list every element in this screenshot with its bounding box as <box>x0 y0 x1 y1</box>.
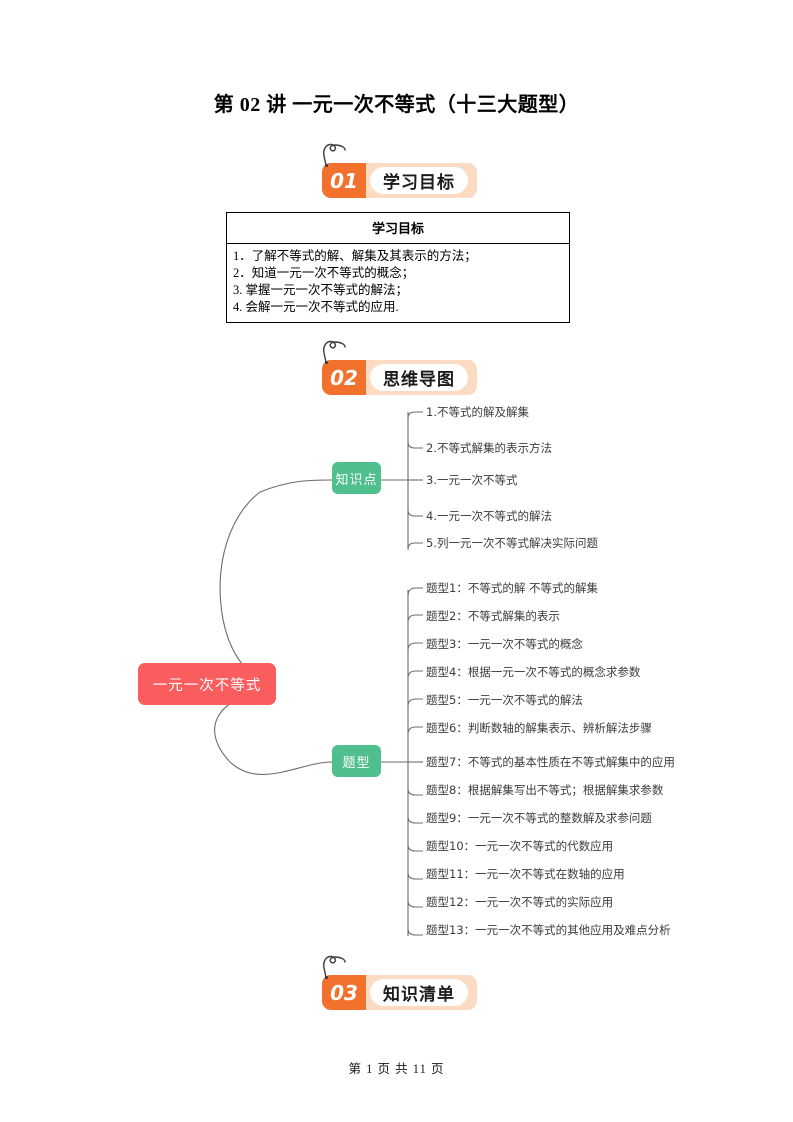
mindmap-leaf[interactable]: 题型2：不等式解集的表示 <box>426 609 560 623</box>
mindmap-leaf[interactable]: 4.一元一次不等式的解法 <box>426 509 552 523</box>
mindmap-leaf[interactable]: 题型6：判断数轴的解集表示、辨析解法步骤 <box>426 721 652 735</box>
mindmap-leaf[interactable]: 题型3：一元一次不等式的概念 <box>426 637 583 651</box>
mindmap-branch-problem-types[interactable]: 题型 <box>332 745 381 777</box>
mindmap-diagram: 一元一次不等式 知识点 题型 1.不等式的解及解集 2.不等式解集的表示方法 3… <box>0 400 793 960</box>
mindmap-leaf[interactable]: 题型13：一元一次不等式的其他应用及难点分析 <box>426 923 671 937</box>
mindmap-leaf[interactable]: 题型5：一元一次不等式的解法 <box>426 693 583 707</box>
section-label-01: 学习目标 <box>370 167 468 194</box>
mindmap-leaf[interactable]: 题型10：一元一次不等式的代数应用 <box>426 839 614 853</box>
section-number-03: 03 <box>322 975 366 1010</box>
mindmap-leaf[interactable]: 题型1：不等式的解 不等式的解集 <box>426 581 598 595</box>
mindmap-connectors <box>214 411 423 936</box>
objective-item: 3. 掌握一元一次不等式的解法； <box>233 283 409 297</box>
section-badge-03: 03 知识清单 <box>322 955 477 1010</box>
page-title: 第 02 讲 一元一次不等式（十三大题型） <box>213 94 580 116</box>
mindmap-leaf[interactable]: 题型9：一元一次不等式的整数解及求参问题 <box>426 811 652 825</box>
objective-item: 4. 会解一元一次不等式的应用. <box>233 300 399 314</box>
mindmap-leaf[interactable]: 1.不等式的解及解集 <box>426 405 529 419</box>
section-number-02: 02 <box>322 360 366 395</box>
mindmap-leaf[interactable]: 题型12：一元一次不等式的实际应用 <box>426 895 614 909</box>
mindmap-branch-knowledge[interactable]: 知识点 <box>332 462 381 494</box>
mindmap-leaf[interactable]: 题型4：根据一元一次不等式的概念求参数 <box>426 665 641 679</box>
page-footer: 第 1 页 共 11 页 <box>348 1062 445 1076</box>
section-label-02: 思维导图 <box>370 364 468 391</box>
mindmap-leaf[interactable]: 题型8：根据解集写出不等式；根据解集求参数 <box>426 783 664 797</box>
objectives-table-header: 学习目标 <box>227 213 569 244</box>
objectives-table-body: 1．了解不等式的解、解集及其表示的方法； 2．知道一元一次不等式的概念； 3. … <box>227 244 569 322</box>
mindmap-root-node[interactable]: 一元一次不等式 <box>138 663 276 705</box>
mindmap-leaf[interactable]: 3.一元一次不等式 <box>426 473 518 487</box>
section-badge-02: 02 思维导图 <box>322 340 477 395</box>
objective-item: 2．知道一元一次不等式的概念； <box>233 266 415 280</box>
mindmap-leaf[interactable]: 题型11：一元一次不等式在数轴的应用 <box>426 867 625 881</box>
section-label-03: 知识清单 <box>370 979 468 1006</box>
mindmap-leaf[interactable]: 5.列一元一次不等式解决实际问题 <box>426 536 598 550</box>
objective-item: 1．了解不等式的解、解集及其表示的方法； <box>233 249 477 263</box>
mindmap-leaf[interactable]: 2.不等式解集的表示方法 <box>426 441 552 455</box>
section-badge-01: 01 学习目标 <box>322 143 477 198</box>
section-number-01: 01 <box>322 163 366 198</box>
objectives-table: 学习目标 1．了解不等式的解、解集及其表示的方法； 2．知道一元一次不等式的概念… <box>226 212 570 323</box>
mindmap-leaf[interactable]: 题型7：不等式的基本性质在不等式解集中的应用 <box>426 755 675 769</box>
